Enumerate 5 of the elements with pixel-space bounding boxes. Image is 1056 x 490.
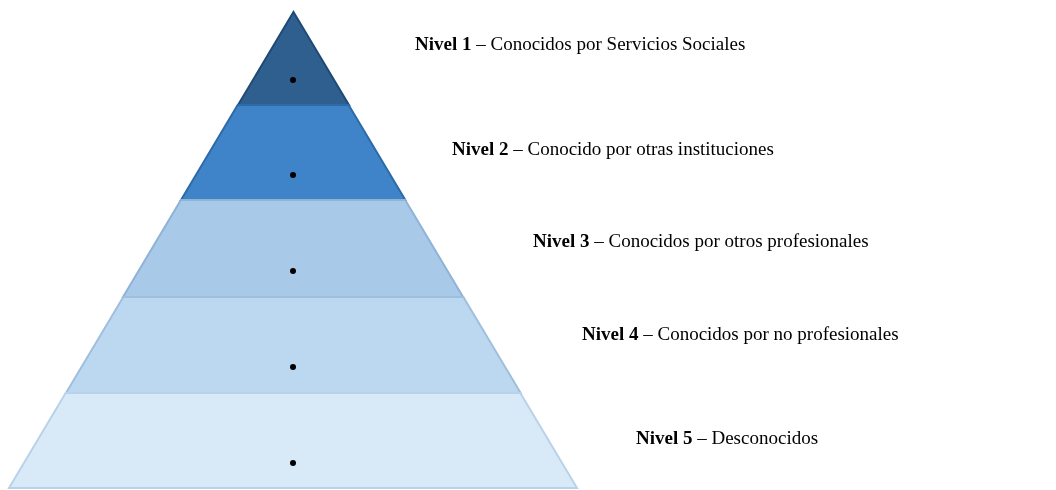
level-description: Nivel 5 – Desconocidos [636, 427, 819, 449]
level-description: Nivel 3 – Conocidos por otros profesionales [533, 230, 869, 252]
level-description: Nivel 4 – Conocidos por no profesionales [582, 323, 899, 345]
level-description: Nivel 1 – Conocidos por Servicios Sociales [415, 33, 746, 55]
level-description: Nivel 2 – Conocido por otras instituciones [452, 138, 774, 160]
